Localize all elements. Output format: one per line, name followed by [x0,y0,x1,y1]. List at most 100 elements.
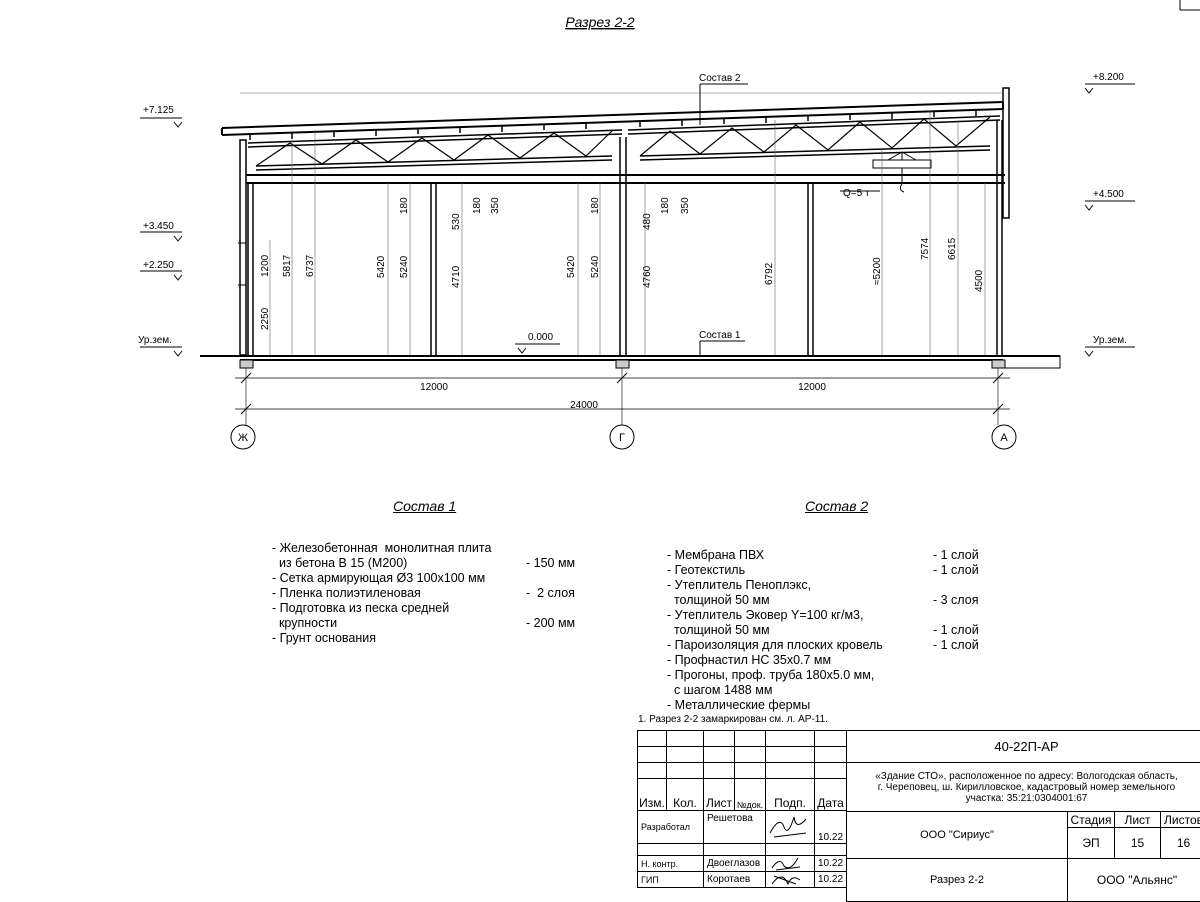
dim-350-b: 350 [680,197,691,214]
hdr-podp: Подп. [765,778,815,811]
stadia-value: ЭП [1067,827,1115,859]
sostav1-item-qty: - 200 мм [526,616,576,630]
sostav2-item-text: - Мембрана ПВХ [667,548,765,562]
sostav1-item-text: - Грунт основания [272,631,377,645]
level-2250: +2.250 [143,260,174,271]
sostav1-row: - Сетка армирующая Ø3 100х100 мм [272,571,602,586]
role-nkontr: Н. контр. [637,855,704,872]
dim-span-left: 12000 [420,382,448,393]
dim-5420-mid: 5420 [566,255,577,278]
dim-180-c: 180 [590,197,601,214]
sostav1-list: - Железобетонная монолитная плита из бет… [272,541,602,646]
sostav1-item-text: крупности [272,616,338,630]
sostav2-item-text: - Профнастил НС 35х0.7 мм [667,653,832,667]
dim-2250: 2250 [260,307,271,330]
axis-a: А [1000,432,1008,444]
footnote: 1. Разрез 2-2 замаркирован см. л. АР-11. [638,714,828,725]
hdr-list2: Лист [1114,811,1161,828]
sostav2-item-text: с шагом 1488 мм [667,683,773,697]
dim-6737: 6737 [305,254,316,277]
sostav2-item-text: - Геотекстиль [667,563,746,577]
level-3450: +3.450 [143,221,174,232]
dim-4500: 4500 [974,269,985,292]
sostav2-item-qty: - 1 слой [933,548,979,562]
level-7125: +7.125 [143,105,174,116]
sostav1-item-text: - Сетка армирующая Ø3 100х100 мм [272,571,486,585]
sheet-name: Разрез 2-2 [846,858,1068,902]
title-block: Изм. Кол. Лист №док. Подп. Дата Разработ… [637,730,1200,902]
list-value: 15 [1114,827,1161,859]
dim-180-a: 180 [399,197,410,214]
name-dvoeglazov: Двоеглазов [703,855,766,872]
hdr-listov: Листов [1160,811,1200,828]
sostav2-row: - Профнастил НС 35х0.7 мм [667,653,997,668]
sostav2-item-text: толщиной 50 мм [667,593,770,607]
listov-value: 16 [1160,827,1200,859]
sostav2-item-qty: - 1 слой [933,623,979,637]
sostav2-item-text: - Металлические фермы [667,698,811,712]
sostav2-item-text: - Пароизоляция для плоских кровель [667,638,883,652]
dim-span-right: 12000 [798,382,826,393]
dim-7574: 7574 [920,237,931,260]
sostav2-item-text: толщиной 50 мм [667,623,770,637]
sostav2-title: Состав 2 [805,498,869,514]
dim-480: 480 [642,213,653,230]
crane-capacity: Q=5 т [843,188,870,199]
project-line-2: г. Череповец, ш. Кирилловское, кадастров… [877,781,1176,793]
signature-2 [765,855,815,872]
sostav2-row: - Утеплитель Пеноплэкс, [667,578,997,593]
axis-g: Г [619,432,625,444]
sostav2-row: - Прогоны, проф. труба 180х5.0 мм, [667,668,997,683]
project-line-1: «Здание СТО», расположенное по адресу: В… [875,770,1178,782]
sostav2-item-qty: - 3 слоя [933,593,979,607]
sostav1-row: - Пленка полиэтиленовая - 2 слоя [272,586,602,601]
date-1: 10.22 [814,810,847,844]
sostav1-item-qty: - 150 мм [526,556,576,570]
sostav1-item-text: - Подготовка из песка средней [272,601,450,615]
company-alyans: ООО "Альянс" [1067,858,1200,902]
dim-180-d: 180 [660,197,671,214]
level-8200: +8.200 [1093,72,1124,83]
date-2: 10.22 [814,855,847,872]
sostav1-item-text: - Железобетонная монолитная плита [272,541,492,555]
role-razrabotal: Разработал [637,810,704,844]
signature-3 [765,871,815,888]
sostav2-row: - Геотекстиль- 1 слой [667,563,997,578]
sostav1-row: из бетона В 15 (М200) - 150 мм [272,556,602,571]
dim-5240-mid: 5240 [590,255,601,278]
sostav2-row: толщиной 50 мм - 1 слой [667,623,997,638]
sostav1-title: Состав 1 [393,498,457,514]
name-korotaev: Коротаев [703,871,766,888]
doc-code: 40-22П-АР [846,730,1200,763]
hdr-ndok: №док. [734,778,766,811]
axis-zh: Ж [238,432,248,444]
zero-level: 0.000 [528,332,553,343]
dim-total: 24000 [570,400,598,411]
sostav1-item-text: из бетона В 15 (М200) [272,556,408,570]
dim-6792: 6792 [764,262,775,285]
sostav2-row: толщиной 50 мм - 3 слоя [667,593,997,608]
signature-1 [765,810,815,844]
sostav2-row: - Пароизоляция для плоских кровель- 1 сл… [667,638,997,653]
sostav1-item-qty: - 2 слоя [526,586,575,600]
date-3: 10.22 [814,871,847,888]
sostav2-row: - Утеплитель Эковер Y=100 кг/м3, [667,608,997,623]
callout-sostav2: Состав 2 [699,73,741,84]
dim-350-a: 350 [490,197,501,214]
sostav1-row: - Грунт основания [272,631,602,646]
dim-180-b: 180 [472,197,483,214]
sostav2-item-text: - Утеплитель Эковер Y=100 кг/м3, [667,608,864,622]
dim-1200: 1200 [260,254,271,277]
role-gip: ГИП [637,871,704,888]
level-4500: +4.500 [1093,189,1124,200]
company-sirius: ООО "Сириус" [846,811,1068,859]
sostav2-item-text: - Утеплитель Пеноплэкс, [667,578,812,592]
sostav2-list: - Мембрана ПВХ- 1 слой- Геотекстиль- 1 с… [667,548,997,713]
sostav1-row: - Подготовка из песка средней [272,601,602,616]
sostav2-row: с шагом 1488 мм [667,683,997,698]
dim-5240-left: 5240 [399,255,410,278]
callout-sostav1: Состав 1 [699,330,741,341]
sostav1-item-text: - Пленка полиэтиленовая [272,586,421,600]
sostav2-item-text: - Прогоны, проф. труба 180х5.0 мм, [667,668,875,682]
